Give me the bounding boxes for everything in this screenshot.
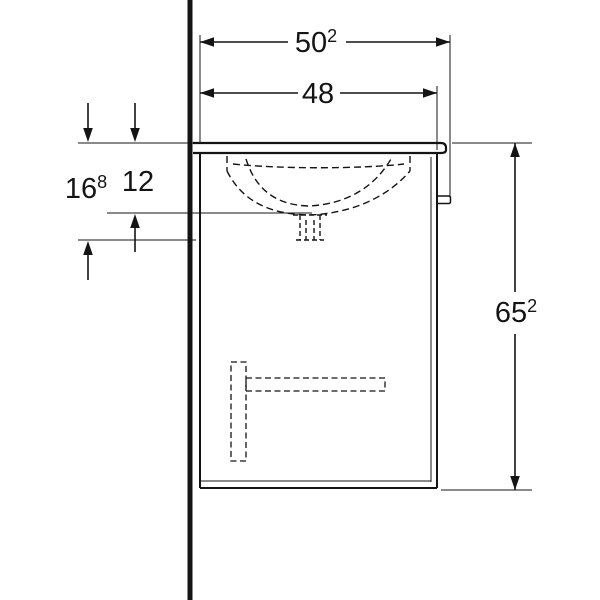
basin-bowl-outer [226,170,411,216]
dimension-label-carcass-depth: 48 [302,78,334,110]
dimension-outlet-depth: 12 [107,103,312,252]
countertop-outline [193,141,448,155]
wall-line [187,0,193,600]
arrowhead-up [510,143,520,157]
dimension-label-overall-depth: 502 [295,26,337,59]
arrowhead-down [83,128,93,142]
drawer-front-section [230,361,247,462]
arrowhead-right [436,37,450,47]
dimension-carcass-depth: 48 [200,78,438,150]
arrowhead-right [423,88,437,98]
dimension-label-outlet-depth: 12 [122,166,154,198]
cabinet [199,153,452,489]
basin-inner-rim-line [232,163,405,169]
dimension-label-basin-depth: 168 [65,172,107,205]
arrowhead-up [130,214,140,228]
basin-profile-hidden [226,156,411,216]
arrowhead-down [510,476,520,490]
washbasin-top [193,141,448,155]
basin-bowl-inner [245,158,392,207]
arrowhead-down [130,128,140,142]
door-handle [437,195,452,205]
drain-trap-hidden [293,214,327,241]
wall [187,0,193,600]
arrowhead-up [83,241,93,255]
drawer-profile-hidden [230,361,386,462]
dimension-overall-depth: 502 [199,26,451,196]
arrowhead-left [200,37,214,47]
arrowhead-left [200,88,214,98]
dimension-label-overall-height: 652 [495,296,537,329]
drawer-bottom-section [245,377,386,392]
dimension-overall-height: 652 [441,142,537,491]
dimension-basin-depth: 168 [65,103,196,280]
